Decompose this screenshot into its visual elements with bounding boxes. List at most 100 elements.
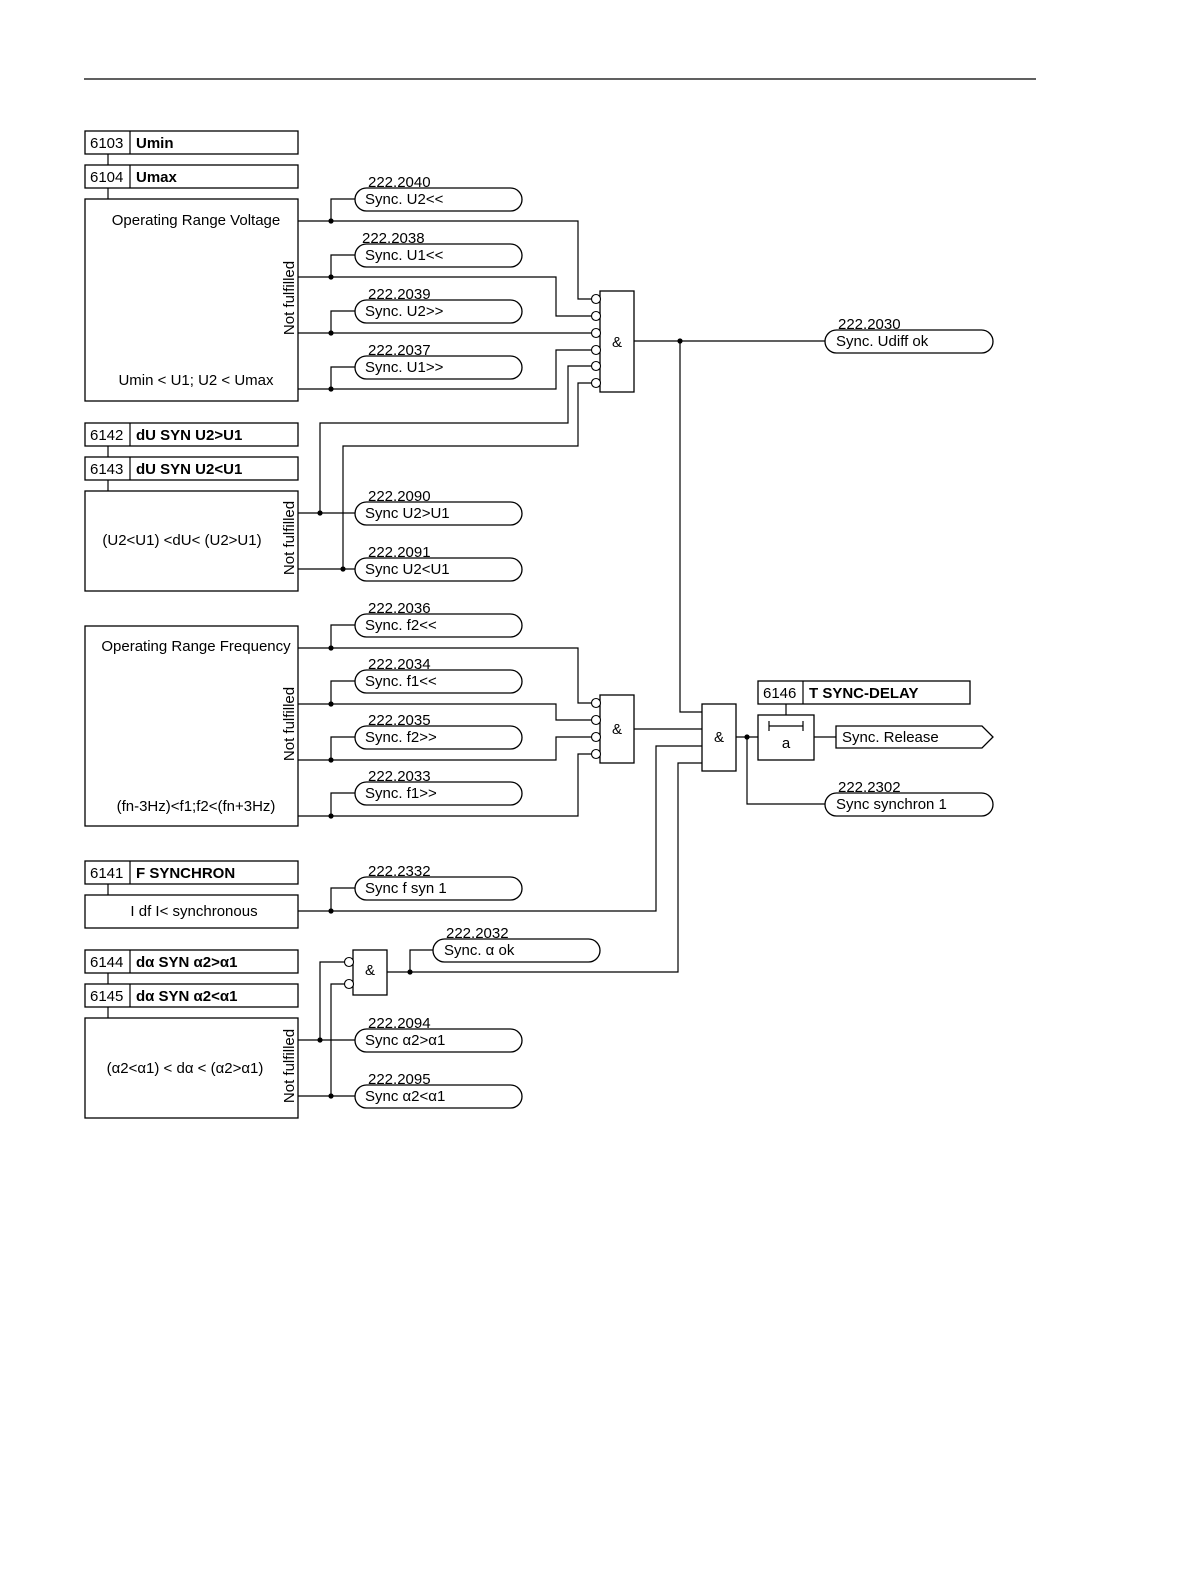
output-text: Sync. Release xyxy=(842,729,939,746)
block-condition: I df I< synchronous xyxy=(130,903,257,920)
message-text: Sync. f2>> xyxy=(365,729,437,746)
message-code: 222.2033 xyxy=(368,768,431,785)
param-name: Umin xyxy=(136,135,174,152)
delay-timer: a xyxy=(757,714,815,761)
message-code: 222.2040 xyxy=(368,174,431,191)
message-text: Sync α2<α1 xyxy=(365,1088,445,1105)
du-range-block: (U2<U1) <dU< (U2>U1) Not fulfilled xyxy=(84,490,299,592)
alpha-range-block: (α2<α1) < dα < (α2>α1) Not fulfilled xyxy=(84,1017,299,1119)
and-gate-frequency: & xyxy=(590,694,635,764)
message-text: Sync. f1<< xyxy=(365,673,437,690)
message-2094: 222.2094 Sync α2>α1 xyxy=(354,1015,523,1053)
param-name: Umax xyxy=(136,169,178,186)
message-2038: 222.2038 Sync. U1<< xyxy=(354,230,523,268)
message-text: Sync α2>α1 xyxy=(365,1032,445,1049)
param-number: 6145 xyxy=(90,988,123,1005)
message-text: Sync f syn 1 xyxy=(365,880,447,897)
message-text: Sync synchron 1 xyxy=(836,796,947,813)
message-code: 222.2030 xyxy=(838,316,901,333)
and-gate-voltage: & xyxy=(590,290,635,393)
message-code: 222.2090 xyxy=(368,488,431,505)
param-number: 6146 xyxy=(763,685,796,702)
message-text: Sync. f2<< xyxy=(365,617,437,634)
message-2332: 222.2332 Sync f syn 1 xyxy=(354,863,523,901)
param-name: F SYNCHRON xyxy=(136,865,235,882)
message-code: 222.2032 xyxy=(446,925,509,942)
message-2035: 222.2035 Sync. f2>> xyxy=(354,712,523,750)
param-name: dU SYN U2>U1 xyxy=(136,427,242,444)
block-condition: Umin < U1; U2 < Umax xyxy=(118,372,274,389)
param-6145: 6145 dα SYN α2<α1 xyxy=(84,983,299,1008)
timer-label: a xyxy=(782,735,791,752)
block-side-label: Not fulfilled xyxy=(281,261,298,335)
message-2095: 222.2095 Sync α2<α1 xyxy=(354,1071,523,1109)
message-code: 222.2039 xyxy=(368,286,431,303)
param-6141: 6141 F SYNCHRON xyxy=(84,860,299,885)
block-side-label: Not fulfilled xyxy=(281,687,298,761)
message-text: Sync. U2<< xyxy=(365,191,444,208)
and-symbol: & xyxy=(612,334,622,351)
param-name: dα SYN α2>α1 xyxy=(136,954,237,971)
message-2040: 222.2040 Sync. U2<< xyxy=(354,174,523,212)
message-code: 222.2036 xyxy=(368,600,431,617)
param-number: 6103 xyxy=(90,135,123,152)
param-number: 6141 xyxy=(90,865,123,882)
message-2302: 222.2302 Sync synchron 1 xyxy=(824,779,994,817)
frequency-range-block: Operating Range Frequency (fn-3Hz)<f1;f2… xyxy=(84,625,299,827)
param-number: 6143 xyxy=(90,461,123,478)
block-condition: (α2<α1) < dα < (α2>α1) xyxy=(107,1060,264,1077)
message-code: 222.2037 xyxy=(368,342,431,359)
and-symbol: & xyxy=(612,721,622,738)
message-code: 222.2302 xyxy=(838,779,901,796)
and-symbol: & xyxy=(714,729,724,746)
message-2037: 222.2037 Sync. U1>> xyxy=(354,342,523,380)
message-code: 222.2095 xyxy=(368,1071,431,1088)
param-6104: 6104 Umax xyxy=(84,164,299,189)
message-code: 222.2091 xyxy=(368,544,431,561)
message-2034: 222.2034 Sync. f1<< xyxy=(354,656,523,694)
param-name: dα SYN α2<α1 xyxy=(136,988,237,1005)
message-code: 222.2094 xyxy=(368,1015,431,1032)
block-side-label: Not fulfilled xyxy=(281,1029,298,1103)
param-6143: 6143 dU SYN U2<U1 xyxy=(84,456,299,481)
message-2032: 222.2032 Sync. α ok xyxy=(432,925,601,963)
voltage-range-block: Operating Range Voltage Umin < U1; U2 < … xyxy=(84,198,299,402)
message-code: 222.2035 xyxy=(368,712,431,729)
message-2036: 222.2036 Sync. f2<< xyxy=(354,600,523,638)
message-text: Sync. U1<< xyxy=(365,247,444,264)
message-text: Sync. α ok xyxy=(444,942,515,959)
block-title: Operating Range Voltage xyxy=(112,212,280,229)
message-code: 222.2034 xyxy=(368,656,431,673)
block-title: Operating Range Frequency xyxy=(101,638,291,655)
message-text: Sync U2<U1 xyxy=(365,561,450,578)
message-text: Sync U2>U1 xyxy=(365,505,450,522)
param-6146: 6146 T SYNC-DELAY xyxy=(757,680,971,705)
param-number: 6142 xyxy=(90,427,123,444)
and-gate-alpha: & xyxy=(343,949,388,996)
block-condition: (U2<U1) <dU< (U2>U1) xyxy=(102,532,261,549)
block-condition: (fn-3Hz)<f1;f2<(fn+3Hz) xyxy=(117,798,276,815)
param-number: 6104 xyxy=(90,169,123,186)
message-2030: 222.2030 Sync. Udiff ok xyxy=(824,316,994,354)
message-2090: 222.2090 Sync U2>U1 xyxy=(354,488,523,526)
fsync-block: I df I< synchronous xyxy=(84,894,299,929)
and-symbol: & xyxy=(365,962,375,979)
message-2091: 222.2091 Sync U2<U1 xyxy=(354,544,523,582)
param-6142: 6142 dU SYN U2>U1 xyxy=(84,422,299,447)
block-side-label: Not fulfilled xyxy=(281,501,298,575)
param-6144: 6144 dα SYN α2>α1 xyxy=(84,949,299,974)
message-text: Sync. Udiff ok xyxy=(836,333,929,350)
param-number: 6144 xyxy=(90,954,123,971)
param-name: dU SYN U2<U1 xyxy=(136,461,242,478)
param-name: T SYNC-DELAY xyxy=(809,685,918,702)
message-code: 222.2332 xyxy=(368,863,431,880)
and-gate-main: & xyxy=(701,703,737,772)
message-code: 222.2038 xyxy=(362,230,425,247)
message-2033: 222.2033 Sync. f1>> xyxy=(354,768,523,806)
message-text: Sync. f1>> xyxy=(365,785,437,802)
message-text: Sync. U2>> xyxy=(365,303,444,320)
message-text: Sync. U1>> xyxy=(365,359,444,376)
message-2039: 222.2039 Sync. U2>> xyxy=(354,286,523,324)
output-sync-release: Sync. Release xyxy=(835,725,994,749)
